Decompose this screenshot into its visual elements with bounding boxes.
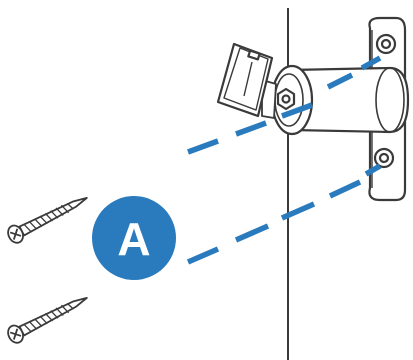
step-label-letter: A bbox=[117, 213, 151, 265]
mounting-bracket-icon bbox=[216, 42, 274, 118]
camera-mount-icon bbox=[261, 64, 410, 136]
dashed-guide-line-icon bbox=[186, 163, 382, 265]
screw-icon bbox=[7, 196, 88, 244]
step-label-badge: A bbox=[92, 196, 176, 280]
dashed-guide-line-icon bbox=[187, 55, 382, 155]
screw-icon bbox=[7, 296, 88, 344]
